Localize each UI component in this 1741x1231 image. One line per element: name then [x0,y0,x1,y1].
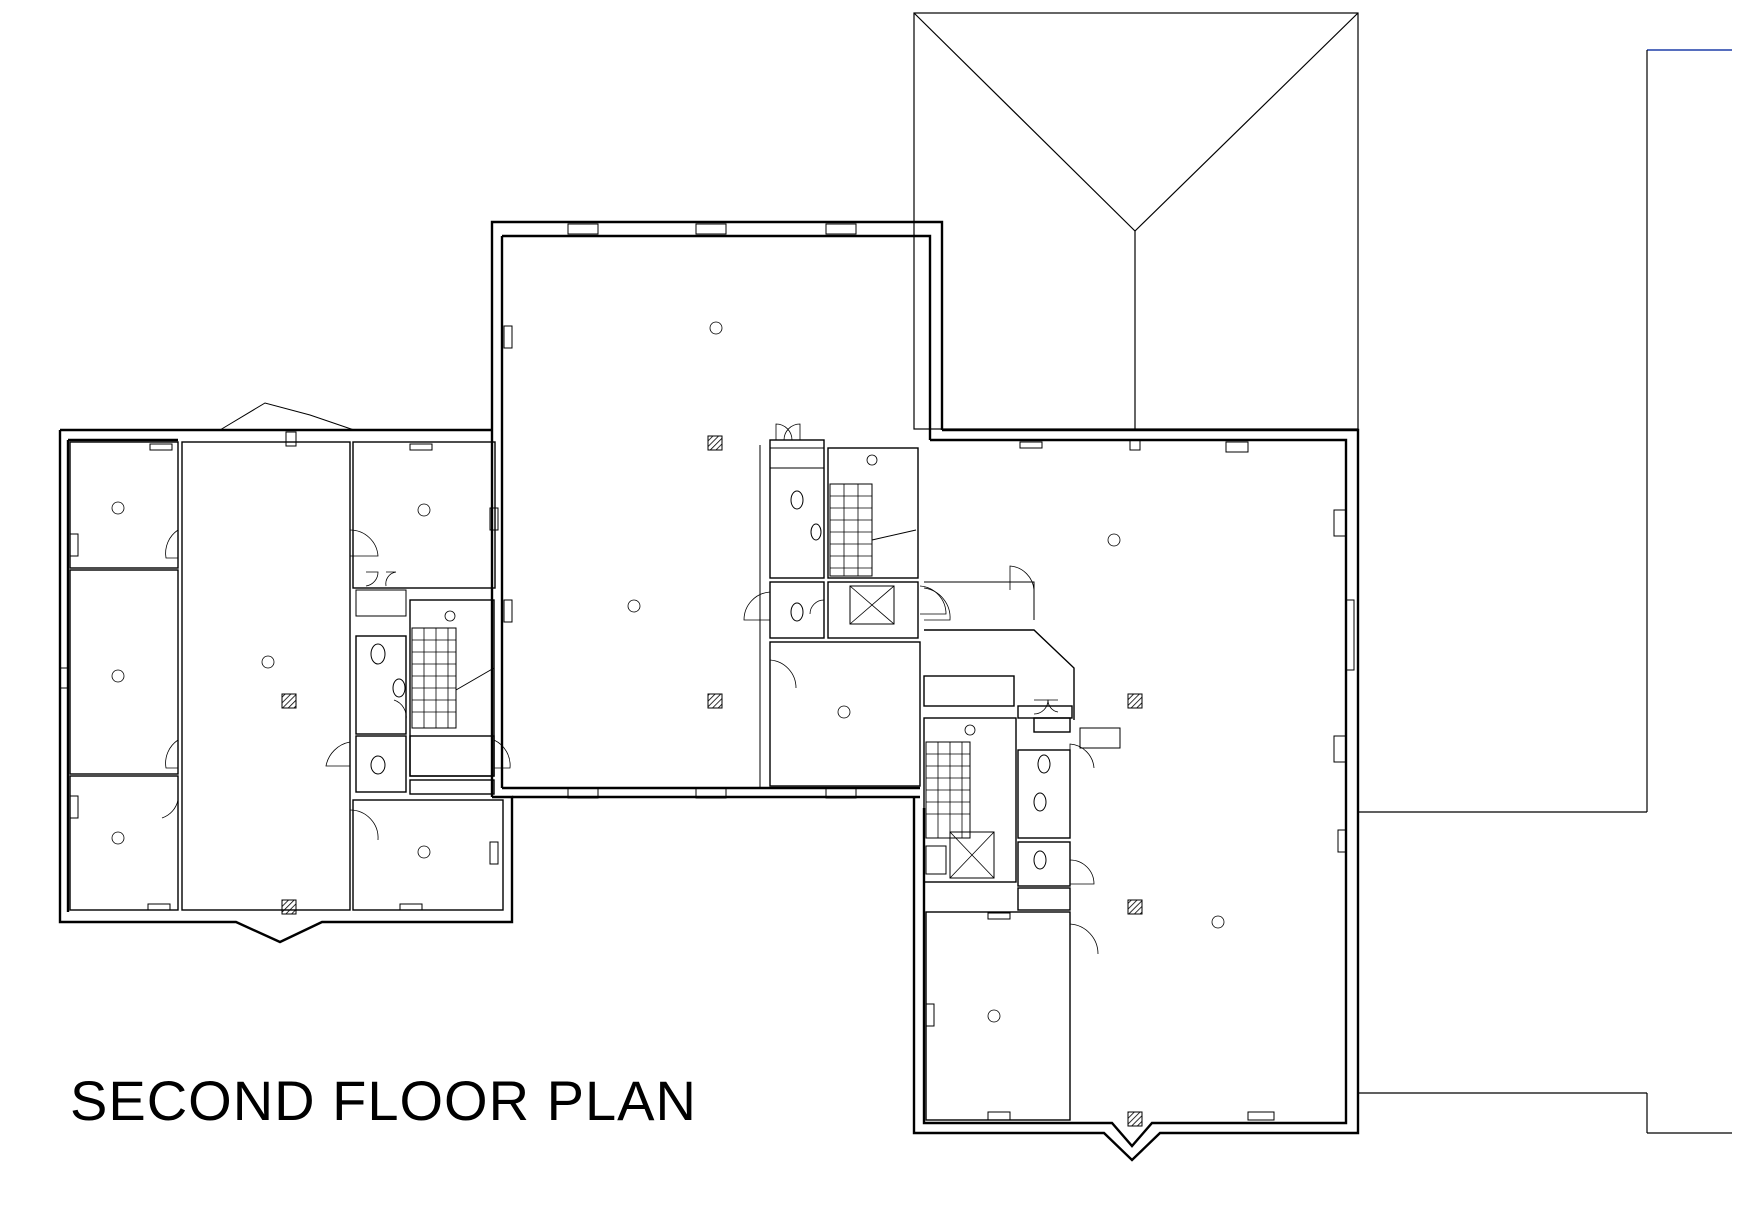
central-stair-treads [829,483,917,625]
roof-outline [913,12,1359,430]
neighbour-building-outline [1358,49,1732,1134]
right-stair-treads [925,741,995,879]
drawing-title: SECOND FLOOR PLAN [70,1069,697,1132]
room-tags [111,321,1225,1023]
left-stair-treads [411,627,495,729]
right-wing [912,428,1360,1162]
central-block [490,220,947,799]
left-wing [58,402,514,944]
